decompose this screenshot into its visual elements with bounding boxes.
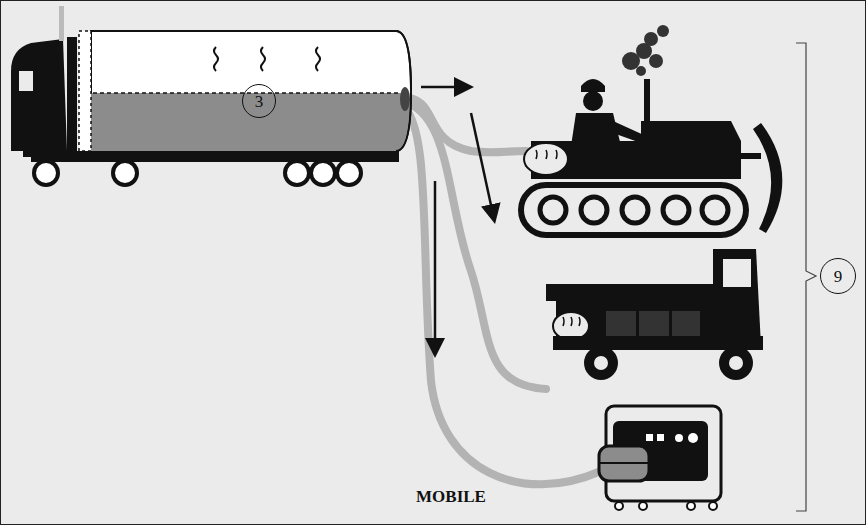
- bracket: [796, 43, 816, 511]
- dump-truck-symbol: [546, 249, 763, 380]
- bulldozer-symbol: [521, 25, 782, 235]
- callout-number: 3: [255, 93, 264, 110]
- tanker-truck: [11, 6, 411, 185]
- callout-circle: 3: [242, 84, 276, 118]
- caption-label: MOBILE: [416, 487, 486, 507]
- flow-arrows: [421, 87, 494, 353]
- callout-number: 9: [834, 268, 843, 285]
- callout-circle: 9: [820, 258, 856, 294]
- generator-symbol: [599, 406, 721, 510]
